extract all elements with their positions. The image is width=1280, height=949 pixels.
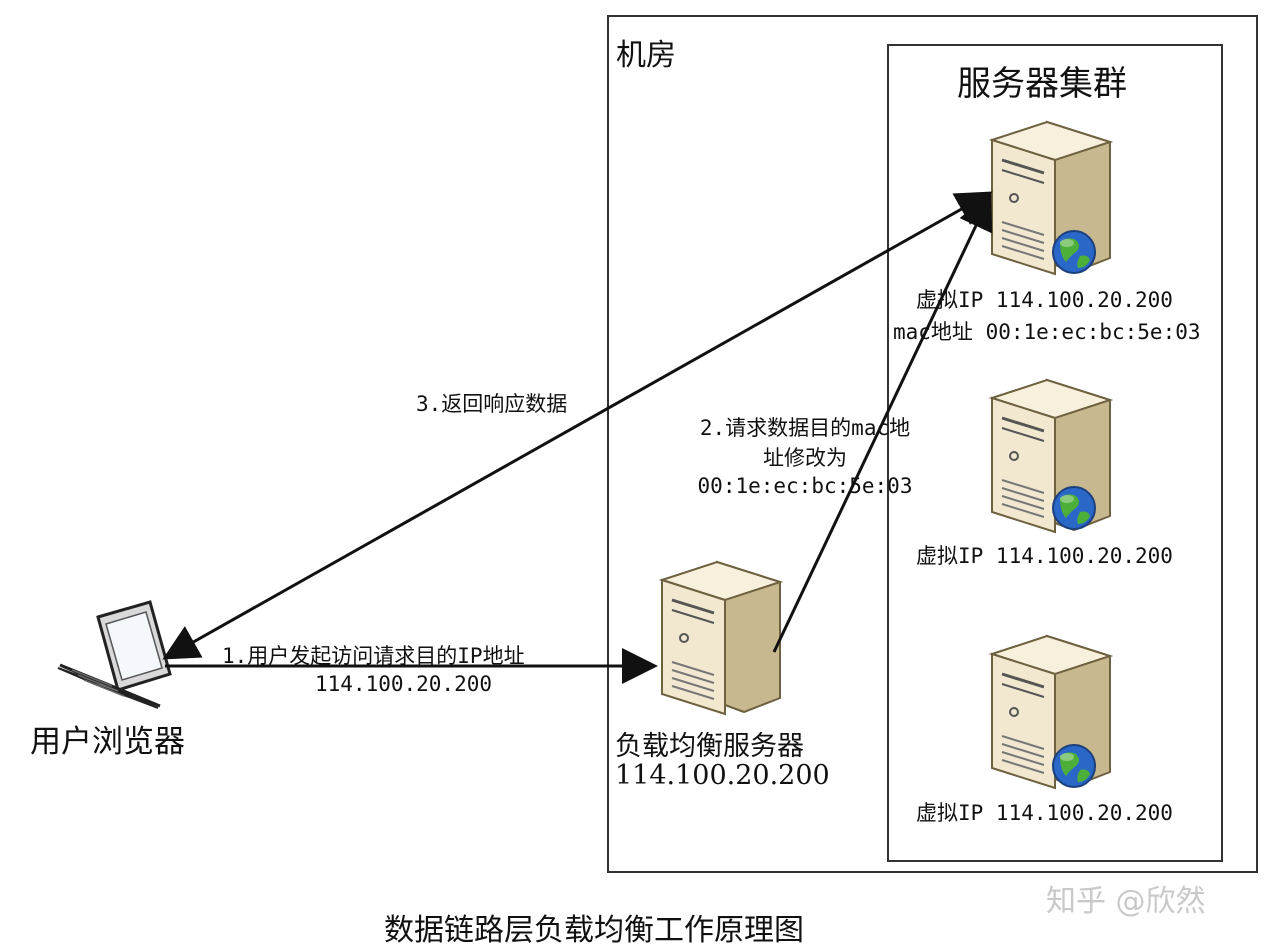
browser-label: 用户浏览器 bbox=[30, 724, 185, 760]
step1-label: 1.用户发起访问请求目的IP地址 bbox=[222, 644, 525, 668]
globe-icon-1 bbox=[1052, 230, 1096, 274]
zhihu-watermark: 知乎 @欣然 bbox=[1046, 884, 1206, 919]
globe-icon-2 bbox=[1052, 486, 1096, 530]
arrow-step3 bbox=[162, 191, 993, 660]
step3-label: 3.返回响应数据 bbox=[416, 392, 568, 416]
laptop-icon bbox=[57, 600, 172, 709]
server-2-vip: 虚拟IP 114.100.20.200 bbox=[916, 544, 1173, 568]
machine-room-title: 机房 bbox=[616, 38, 676, 73]
server-1-vip: 虚拟IP 114.100.20.200 bbox=[916, 288, 1173, 312]
load-balancer-ip: 114.100.20.200 bbox=[615, 760, 830, 791]
load-balancer-server-icon bbox=[660, 560, 782, 716]
globe-icon-3 bbox=[1052, 744, 1096, 788]
step2-label-1: 2.请求数据目的mac地 bbox=[699, 416, 911, 440]
step2-label-3: 00:1e:ec:bc:5e:03 bbox=[697, 474, 913, 498]
diagram-caption: 数据链路层负载均衡工作原理图 bbox=[384, 913, 804, 948]
server-3-vip: 虚拟IP 114.100.20.200 bbox=[916, 801, 1173, 825]
server-cluster-title: 服务器集群 bbox=[957, 64, 1127, 104]
step2-label-2: 址修改为 bbox=[763, 446, 847, 470]
step1-ip: 114.100.20.200 bbox=[315, 672, 493, 696]
load-balancer-label: 负载均衡服务器 bbox=[615, 731, 804, 762]
server-1-mac: mac地址 00:1e:ec:bc:5e:03 bbox=[893, 320, 1201, 344]
